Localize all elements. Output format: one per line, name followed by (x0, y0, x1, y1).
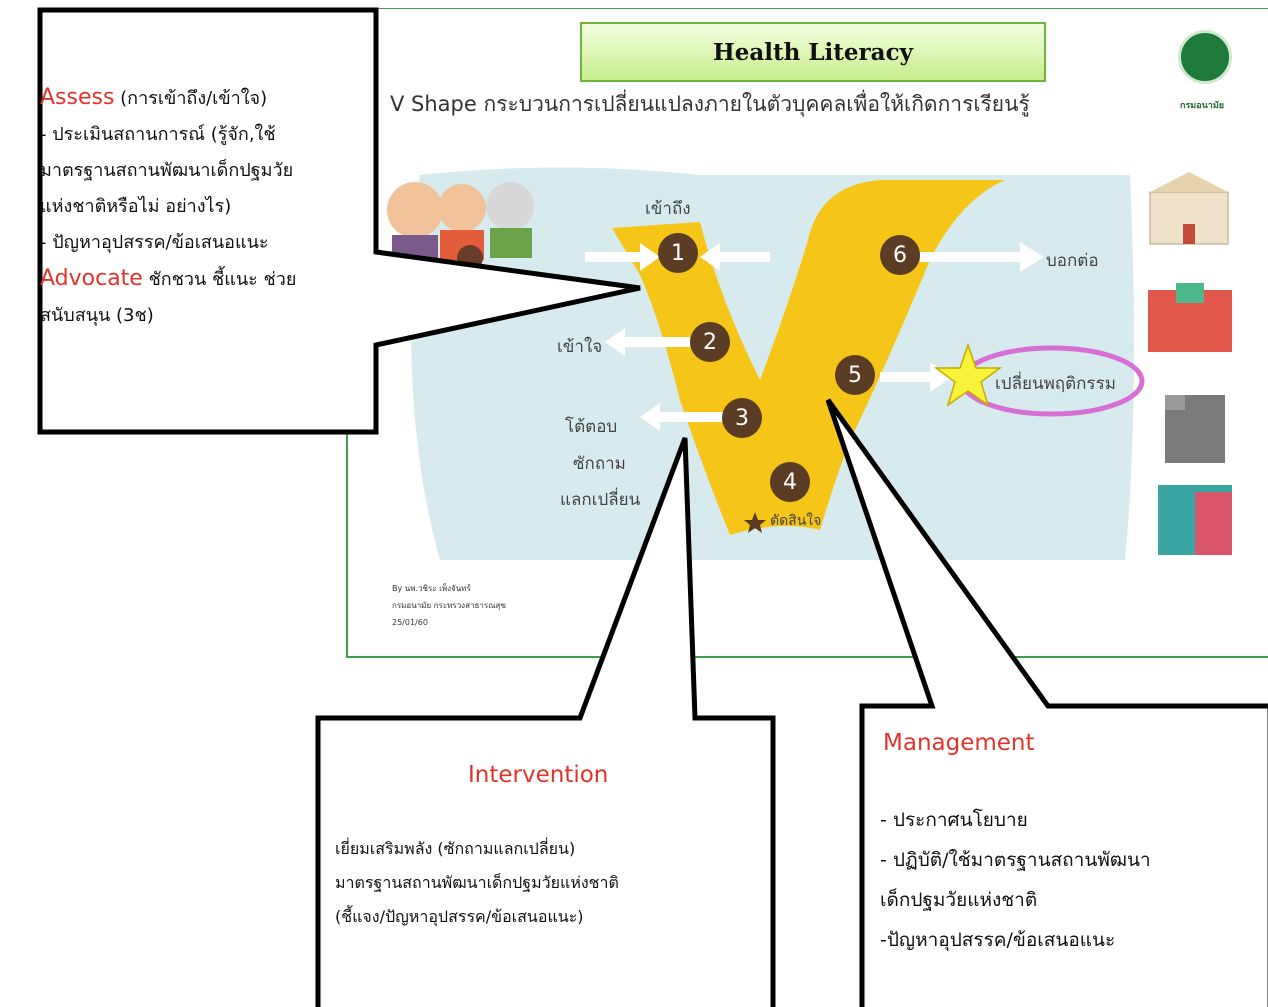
step-6-number: 6 (880, 235, 920, 275)
assess-heading-line: Assess (การเข้าถึง/เข้าใจ) (40, 80, 370, 117)
arrow-step1-in (585, 243, 660, 271)
step-1-number: 1 (658, 233, 698, 273)
step-2-number: 2 (690, 322, 730, 362)
arrow-step2 (605, 328, 690, 356)
assess-line-1: - ประเมินสถานการณ์ (รู้จัก,ใช้ (40, 124, 276, 145)
assess-line-4: - ปัญหาอุปสรรค/ข้อเสนอแนะ (40, 232, 269, 253)
byline: By นพ.วชิระ เพ็งจันทร์ กรมอนามัย กระทรวง… (392, 580, 506, 631)
step-4-label: ตัดสินใจ (770, 513, 822, 529)
management-line-4: -ปัญหาอุปสรรค/ข้อเสนอแนะ (880, 929, 1116, 951)
step-3-number: 3 (722, 398, 762, 438)
intervention-heading: Intervention (468, 762, 609, 788)
step-4-number: 4 (770, 462, 810, 502)
management-heading: Management (883, 730, 1035, 756)
department-logo-icon (1178, 30, 1232, 84)
management-line-1: - ประกาศนโยบาย (880, 809, 1028, 831)
management-callout-text: - ประกาศนโยบาย - ปฏิบัติ/ใช้มาตรฐานสถานพ… (880, 800, 1260, 960)
step-2-label: เข้าใจ (557, 337, 603, 357)
assess-callout-text: Assess (การเข้าถึง/เข้าใจ) - ประเมินสถาน… (40, 80, 370, 334)
assess-callout-box (37, 7, 641, 435)
step-6-label: บอกต่อ (1046, 251, 1099, 271)
star-icon (933, 342, 1003, 407)
logo-text: กรมอนามัย (1180, 101, 1225, 111)
buildings-illustration (1148, 172, 1232, 555)
intervention-callout-text: เยี่ยมเสริมพลัง (ซักถามแลกเปลี่ยน) มาตรฐ… (335, 832, 775, 934)
assess-heading: Assess (40, 85, 115, 110)
byline-org: กรมอนามัย กระทรวงสาธารณสุข (392, 601, 506, 610)
step-5-number: 5 (835, 355, 875, 395)
advocate-line: Advocate ชักชวน ชี้แนะ ช่วย (40, 261, 370, 298)
arrow-step6 (920, 242, 1044, 272)
intervention-line-3: (ชี้แจง/ปัญหาอุปสรรค/ข้อเสนอแนะ) (335, 907, 584, 926)
arrow-step1-out (700, 243, 770, 271)
intervention-line-2: มาตรฐานสถานพัฒนาเด็กปฐมวัยแห่งชาติ (335, 873, 619, 892)
arrow-step5 (880, 362, 952, 392)
byline-author: By นพ.วชิระ เพ็งจันทร์ (392, 584, 471, 593)
assess-line-6: สนับสนุน (3ช) (40, 305, 154, 326)
assess-line-2: มาตรฐานสถานพัฒนาเด็กปฐมวัย (40, 160, 294, 181)
management-line-3: เด็กปฐมวัยแห่งชาติ (880, 889, 1038, 911)
management-callout-box (825, 398, 1268, 1007)
step-3-extra-1: ซักถาม (573, 454, 626, 474)
management-line-2: - ปฏิบัติ/ใช้มาตรฐานสถานพัฒนา (880, 849, 1151, 871)
step-1-label: เข้าถึง (645, 199, 691, 219)
step-3-label: โต้ตอบ (565, 417, 618, 437)
assess-line-3: แห่งชาติหรือไม่ อย่างไร) (40, 196, 232, 217)
assess-heading-rest: (การเข้าถึง/เข้าใจ) (114, 88, 268, 109)
slide-title: Health Literacy (580, 22, 1046, 82)
step-5-label: เปลี่ยนพฤติกรรม (995, 374, 1116, 394)
step-3-extra-2: แลกเปลี่ยน (560, 490, 641, 510)
intervention-callout-box (315, 437, 776, 1007)
advocate-rest: ชักชวน ชี้แนะ ช่วย (142, 269, 297, 290)
small-star-icon (744, 512, 766, 533)
byline-date: 25/01/60 (392, 618, 428, 627)
intervention-line-1: เยี่ยมเสริมพลัง (ซักถามแลกเปลี่ยน) (335, 839, 576, 858)
arrows (585, 242, 1044, 431)
arrow-step3 (640, 403, 730, 431)
slide-subtitle: V Shape กระบวนการเปลี่ยนแปลงภายในตัวบุคค… (390, 92, 1030, 116)
advocate-heading: Advocate (40, 266, 143, 291)
